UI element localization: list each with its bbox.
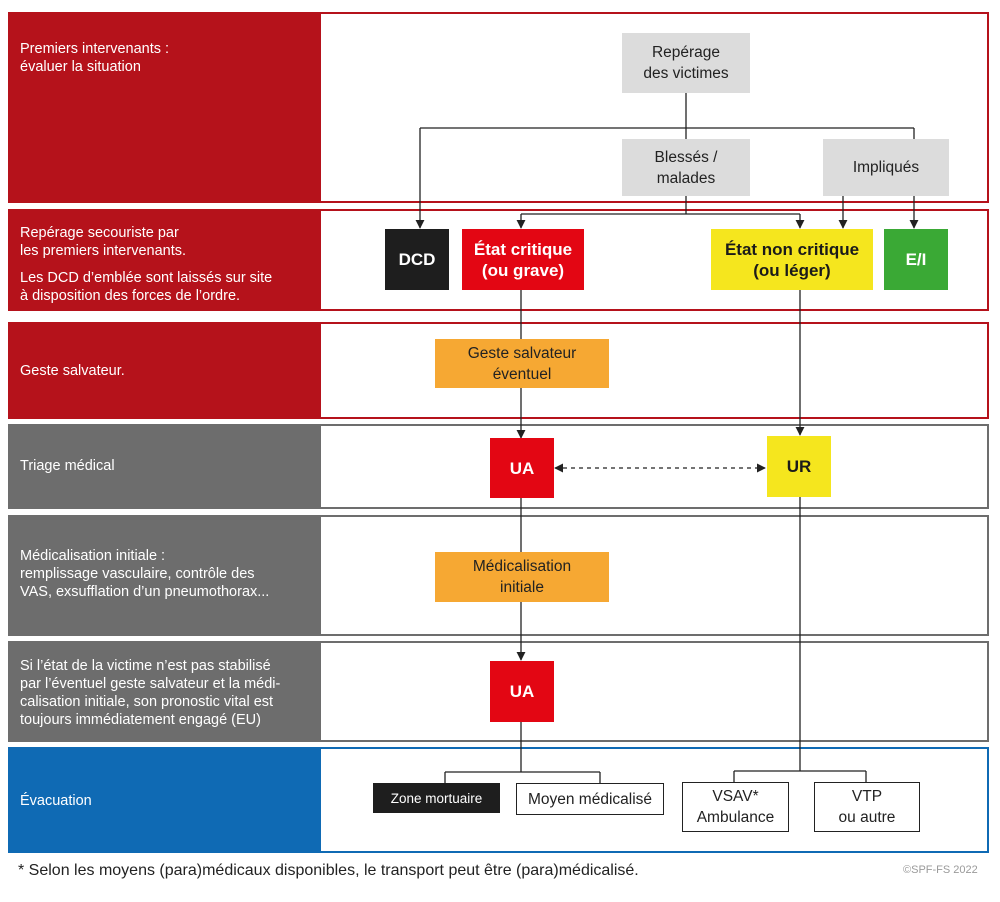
footnote: * Selon les moyens (para)médicaux dispon…: [18, 862, 639, 879]
moyen-medicalise-node: Moyen médicalisé: [516, 783, 664, 815]
copyright: ©SPF-FS 2022: [903, 864, 978, 876]
blesses-malades-node: Blessés /malades: [622, 139, 750, 196]
impliques-node: Impliqués: [823, 139, 949, 196]
ua-eu-node: UA: [490, 661, 554, 722]
row-label: Médicalisation initiale : remplissage va…: [10, 517, 321, 634]
row-label: Geste salvateur.: [10, 324, 321, 417]
ei-node: E/I: [884, 229, 948, 290]
zone-mortuaire-node: Zone mortuaire: [373, 783, 500, 813]
etat-critique-node: État critique(ou grave): [462, 229, 584, 290]
row-medicalisation-initiale: Médicalisation initiale : remplissage va…: [8, 515, 989, 636]
row-label: Repérage secouriste par les premiers int…: [10, 211, 321, 309]
row-label: Premiers intervenants : évaluer la situa…: [10, 14, 321, 201]
dcd-node: DCD: [385, 229, 449, 290]
row-label: Évacuation: [10, 749, 321, 851]
ur-triage-node: UR: [767, 436, 831, 497]
vsav-ambulance-node: VSAV*Ambulance: [682, 782, 789, 832]
row-evaluation: Premiers intervenants : évaluer la situa…: [8, 12, 989, 203]
row-label: Si l’état de la victime n’est pas stabil…: [10, 643, 321, 740]
row-label: Triage médical: [10, 426, 321, 507]
ua-triage-node: UA: [490, 438, 554, 498]
etat-non-critique-node: État non critique(ou léger): [711, 229, 873, 290]
